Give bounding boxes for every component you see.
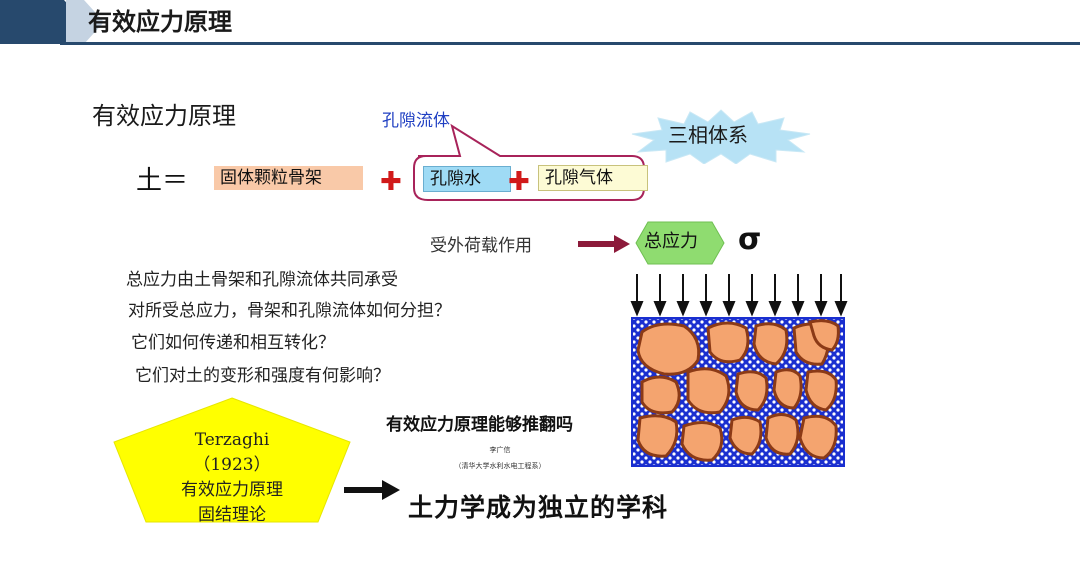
load-arrow-icon [676, 274, 690, 317]
plus-icon: ✚ [508, 167, 530, 197]
paper-author: 李广信 [489, 446, 511, 454]
soil-particle-diagram [630, 274, 848, 467]
right-arrow-icon [344, 480, 400, 500]
question-line-3: 它们如何传递和相互转化？ [131, 333, 335, 353]
load-arrow-icon [834, 274, 848, 317]
right-arrow-icon [578, 235, 630, 253]
load-arrow-icon [745, 274, 759, 317]
sigma-symbol: σ [738, 222, 762, 257]
question-line-1: 总应力由土骨架和孔隙流体共同承受 [126, 270, 398, 290]
plus-icon: ✚ [380, 167, 402, 197]
load-arrow-icon [791, 274, 805, 317]
load-arrow-icon [653, 274, 667, 317]
pore-fluid-label: 孔隙流体 [382, 111, 450, 131]
terzaghi-year: （1923） [193, 455, 271, 475]
external-load-label: 受外荷载作用 [430, 236, 532, 256]
conclusion-text: 土力学成为独立的学科 [408, 493, 669, 522]
three-phase-star [631, 109, 811, 164]
terzaghi-line-1: 有效应力原理 [181, 480, 283, 500]
terzaghi-pentagon [113, 397, 351, 523]
soil-grains [636, 319, 840, 462]
paper-title: 有效应力原理能够推翻吗 [386, 415, 573, 435]
load-arrow-icon [814, 274, 828, 317]
question-line-4: 它们对土的变形和强度有何影响？ [135, 366, 390, 386]
load-arrows [630, 274, 848, 317]
total-stress-label: 总应力 [644, 231, 698, 252]
load-arrow-icon [768, 274, 782, 317]
header-divider [60, 42, 1080, 45]
header-band [0, 0, 104, 44]
load-arrow-icon [722, 274, 736, 317]
header-title: 有效应力原理 [88, 8, 232, 36]
solid-skeleton-box: 固体颗粒骨架 [214, 166, 363, 190]
terzaghi-name: Terzaghi [194, 430, 270, 450]
load-arrow-icon [630, 274, 644, 317]
question-line-2: 对所受总应力，骨架和孔隙流体如何分担？ [128, 301, 451, 321]
soil-equals: 土＝ [136, 166, 189, 196]
paper-affiliation: （清华大学水利水电工程系） [454, 462, 546, 470]
slide-title: 有效应力原理 [92, 102, 236, 130]
pore-gas-box: 孔隙气体 [538, 165, 648, 191]
pore-water-box: 孔隙水 [423, 166, 511, 192]
three-phase-label: 三相体系 [668, 123, 748, 147]
load-arrow-icon [699, 274, 713, 317]
terzaghi-line-2: 固结理论 [198, 505, 266, 525]
total-stress-hexagon [635, 221, 725, 265]
